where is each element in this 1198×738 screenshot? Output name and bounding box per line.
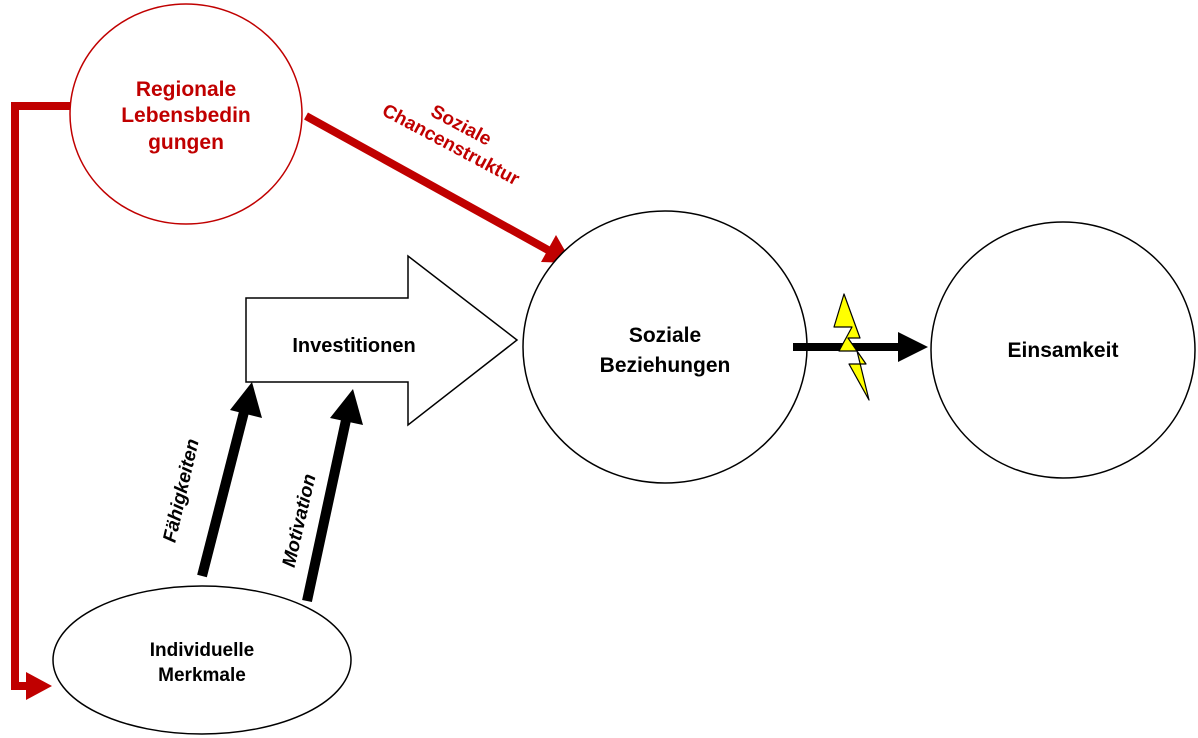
investitionen-arrow (245, 254, 519, 427)
soziale-beziehungen-line-1: Soziale (629, 324, 701, 347)
arrow-faehigkeiten-head (230, 382, 262, 418)
connector-regionale-to-individuelle-arrowhead (26, 672, 52, 700)
regionale-line-3: gungen (148, 131, 224, 154)
node-individuelle-merkmale (52, 585, 352, 735)
node-einsamkeit (930, 221, 1196, 479)
node-soziale-beziehungen (522, 210, 808, 484)
chancenstruktur-label: Soziale Chancenstruktur (379, 100, 524, 190)
arrow-regionale-to-soziale (304, 112, 550, 254)
regionale-line-1: Regionale (136, 78, 236, 101)
arrow-faehigkeiten (197, 410, 249, 578)
einsamkeit-label: Einsamkeit (1008, 339, 1119, 362)
individuelle-line-2: Merkmale (158, 665, 246, 686)
individuelle-line-1: Individuelle (150, 640, 255, 661)
node-regionale-lebensbedingungen (69, 3, 303, 225)
investitionen-label: Investitionen (292, 335, 415, 357)
arrow-motivation-head (330, 389, 363, 425)
connector-regionale-to-individuelle (11, 102, 78, 690)
arrow-beziehungen-to-einsamkeit-head (898, 332, 928, 362)
lightning-icon (833, 293, 870, 401)
regionale-line-2: Lebensbedin (121, 104, 251, 127)
faehigkeiten-label: Fähigkeiten (160, 437, 204, 545)
arrow-motivation (302, 418, 351, 603)
soziale-beziehungen-line-2: Beziehungen (600, 354, 731, 377)
